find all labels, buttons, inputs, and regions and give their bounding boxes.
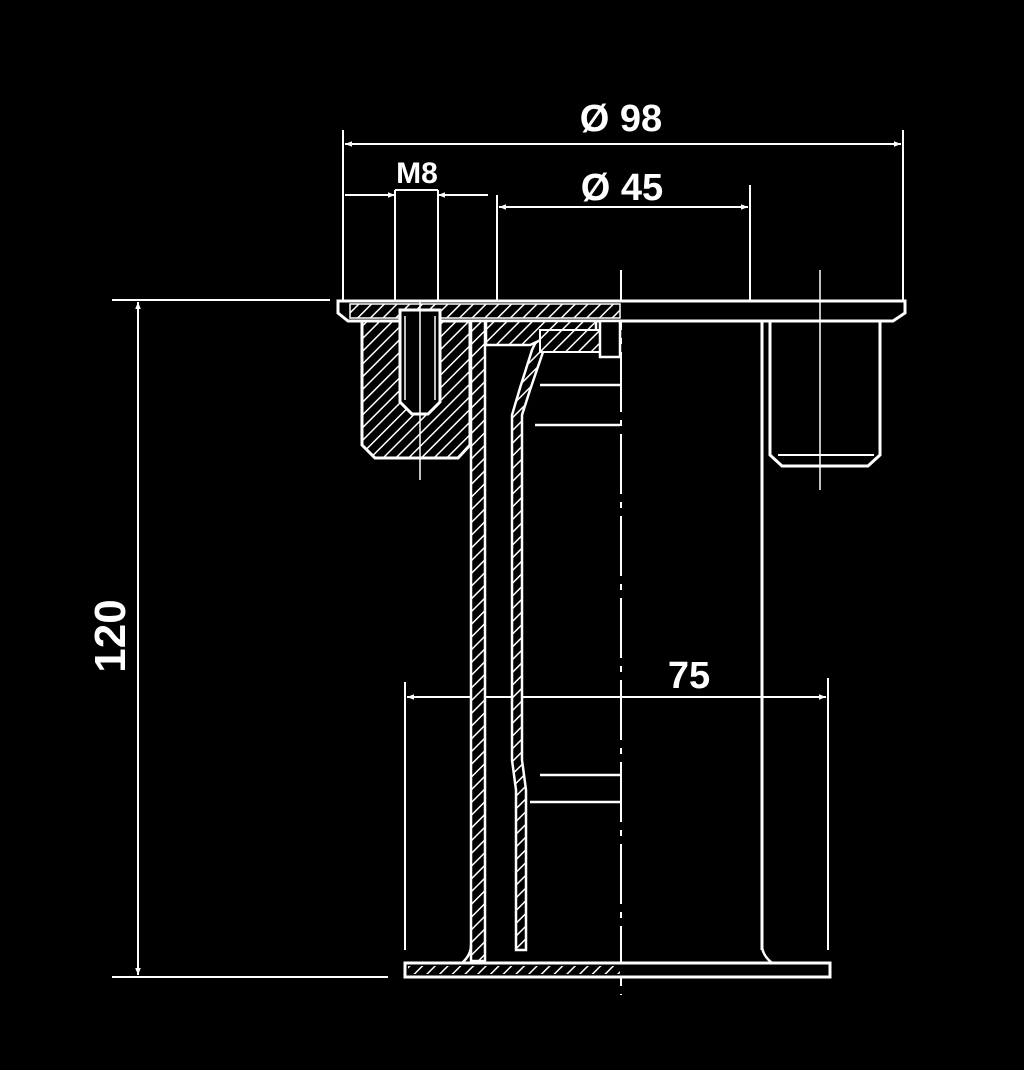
dim-height [112,299,388,978]
tube-wall-section [469,319,622,963]
bore-lines [530,383,620,804]
right-boss-view [760,270,882,950]
outer-diameter-label: Ø 98 [580,98,662,140]
inner-diameter-label: Ø 45 [581,167,663,209]
dim-inner-diameter [496,185,751,300]
dim-thread [345,189,488,300]
dim-base-width [404,678,829,950]
base-plate [403,944,832,979]
dim-outer-diameter [342,130,904,300]
thread-label: M8 [396,157,438,190]
height-label: 120 [86,599,135,672]
base-width-label: 75 [668,655,710,697]
left-boss-section [360,300,472,480]
